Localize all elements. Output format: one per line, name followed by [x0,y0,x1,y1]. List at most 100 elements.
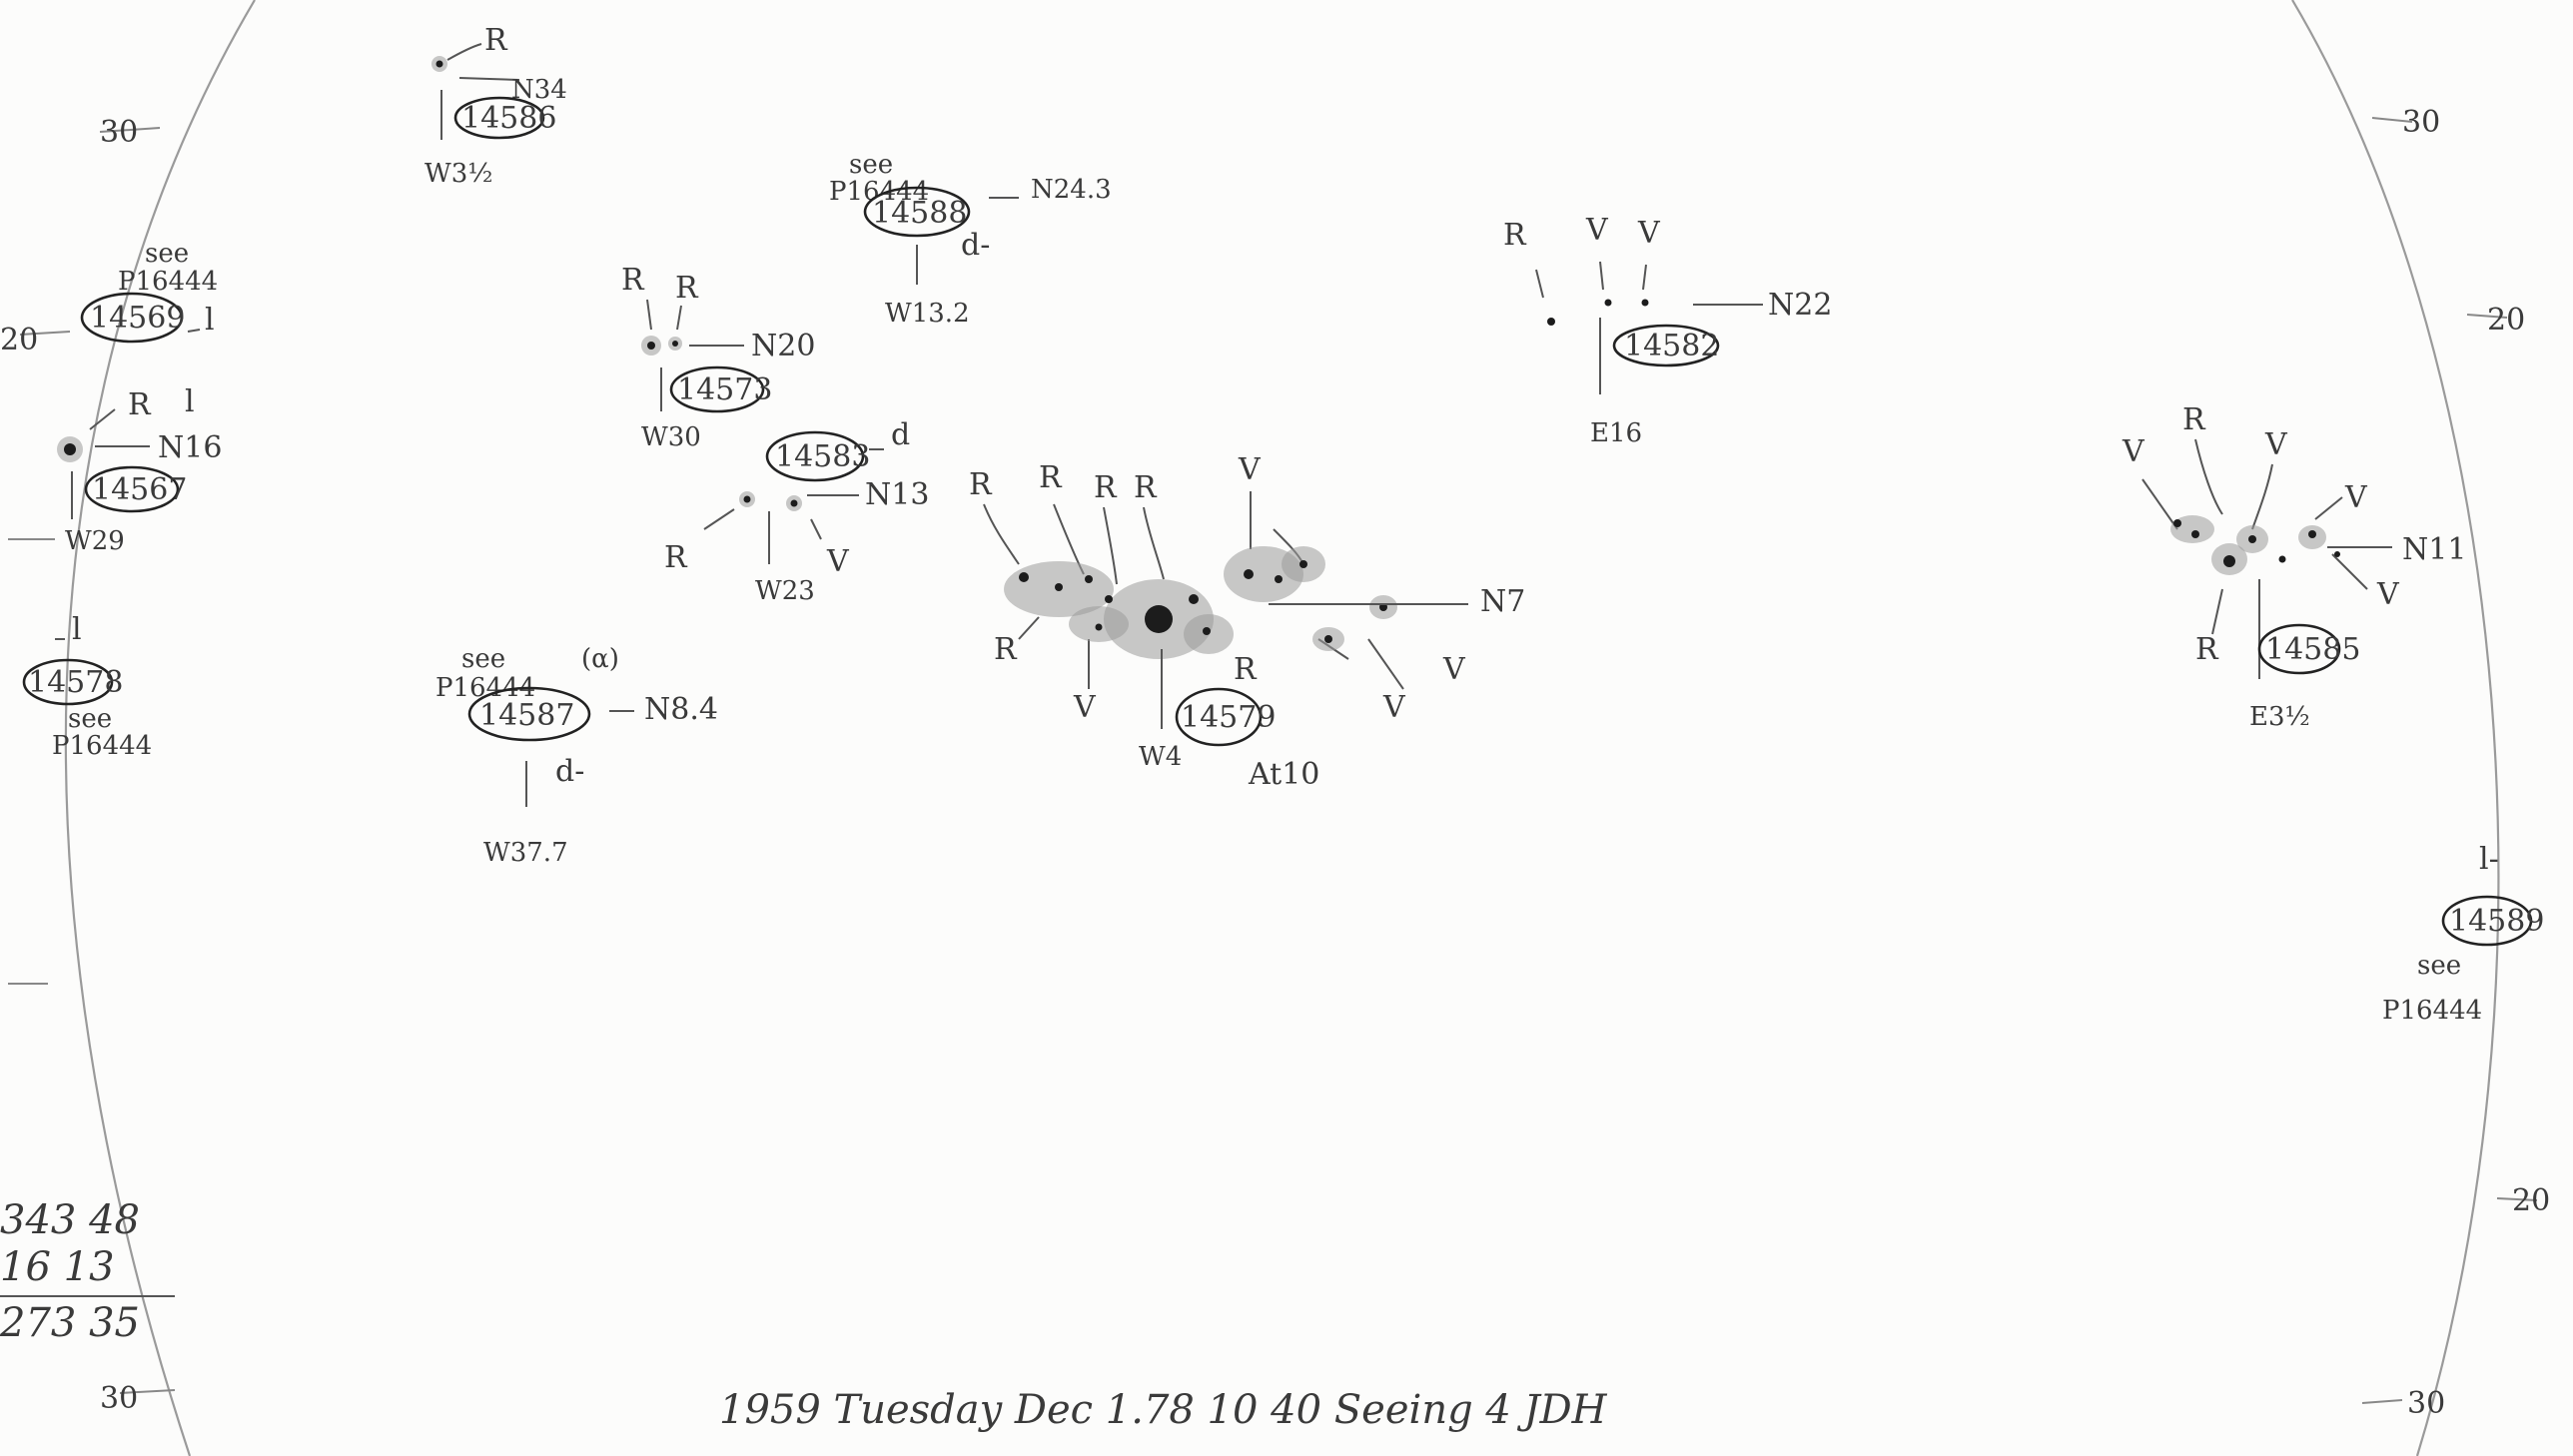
polarity-label: R [675,271,699,306]
polarity-label: V [1382,690,1406,725]
group-14587: see P16444 (α) 14587 N8.4 d- W37.7 [435,644,718,868]
group-14578: l 14578 see P16444 [22,612,152,761]
limb-right [2291,0,2500,1456]
latitude-label: N11 [2402,532,2466,567]
polarity-label: V [2376,577,2400,612]
polarity-label: R [994,632,1018,667]
group-number: 14567 [92,472,187,507]
group-14579: R R R R R V V V V R [969,452,1525,792]
polarity-label: l [185,384,195,419]
longitude-label: W3½ [425,159,492,189]
limb-label-right-upper: 20 [2487,303,2525,338]
see-note: see [145,239,189,269]
see-note: see [2417,951,2461,981]
class-label: l- [2479,842,2499,877]
group-14567: R l N16 14567 W29 [57,384,222,556]
polarity-label: R [664,540,688,575]
see-note: see [849,150,893,180]
annotation-note: (α) [581,644,619,674]
class-label: l [205,303,215,338]
group-14583: 14583 d N13 R V W23 [664,417,929,606]
sum-line-1: 343 48 [0,1197,140,1243]
group-number: 14578 [28,665,123,700]
group-number: 14585 [2265,632,2360,667]
group-14585: V R V V V R N11 14585 E3½ [2122,402,2466,732]
longitude-label: W13.2 [885,299,970,329]
polarity-label: R [1134,470,1158,505]
margin-calculation: 343 48 16 13 273 35 [0,1197,175,1346]
longitude-label: W37.7 [483,838,568,868]
latitude-label: N20 [751,329,815,364]
latitude-label: N8.4 [644,692,718,727]
limb-label-right-top: 30 [2402,105,2440,140]
plate-reference: P16444 [829,177,929,207]
limb-tick [2361,1399,2403,1404]
limb-label-left-top: 30 [100,115,138,150]
group-14586: R N34 14586 W3½ [425,23,567,189]
polarity-label: R [1503,218,1527,253]
plate-reference: P16444 [2382,996,2482,1026]
group-number: 14573 [677,372,772,407]
limb-tick [19,331,71,336]
sum-line-2: 16 13 [0,1244,115,1290]
latitude-label: N22 [1768,288,1832,323]
polarity-label: R [1094,470,1118,505]
group-14569: see P16444 14569 l [80,239,218,344]
group-number: 14589 [2449,904,2544,939]
longitude-label: W29 [65,526,125,556]
plate-reference: P16444 [118,267,218,297]
limb-tick [119,1389,176,1394]
group-number: 14586 [461,101,556,136]
group-14588: see P16444 14588 N24.3 d- W13.2 [829,150,1112,329]
polarity-label: R [1039,460,1063,495]
polarity-label: V [2264,427,2288,462]
limb-tick [99,127,161,133]
group-number: 14579 [1181,700,1276,735]
class-label: d- [555,754,584,789]
class-label: d- [961,228,990,263]
sum-line-3: 273 35 [0,1300,140,1346]
group-number: 14582 [1624,329,1719,364]
group-14582: R V V N22 14582 E16 [1503,213,1832,448]
group-number: 14583 [775,439,870,474]
limb-label-right-bottom: 30 [2407,1386,2445,1421]
longitude-label: W30 [641,422,701,452]
limb-label-right-lower: 20 [2512,1183,2550,1218]
polarity-label: R [2182,402,2206,437]
polarity-label: V [1585,213,1609,248]
latitude-label: N24.3 [1031,175,1112,205]
group-number: 14588 [872,196,967,231]
latitude-label: N7 [1480,584,1525,619]
see-note: see [461,644,505,674]
polarity-label: R [969,467,993,502]
longitude-label: W4 [1139,742,1182,772]
extra-note: At10 [1248,757,1319,792]
plate-reference: P16444 [52,731,152,761]
see-note: see [68,704,112,734]
polarity-label: R [621,263,645,298]
longitude-label: W23 [755,576,815,606]
longitude-label: E3½ [2249,702,2310,732]
polarity-label: R [2195,632,2219,667]
limb-label-left-mid: 20 [0,323,38,358]
polarity-label: V [1637,216,1661,251]
group-number: 14569 [90,301,185,336]
group-14589: l- 14589 see P16444 [2382,842,2544,1026]
limb-tick [2466,314,2508,319]
polarity-label: R [484,23,508,58]
limb-label-left-bottom: 30 [100,1381,138,1416]
observation-footer: 1959 Tuesday Dec 1.78 10 40 Seeing 4 JDH [719,1387,1608,1433]
polarity-label: V [826,544,850,579]
polarity-label: V [2344,480,2368,515]
group-14573: R R N20 14573 W30 [621,263,815,452]
limb-left [64,0,256,1456]
latitude-label: N16 [158,430,222,465]
class-label: l [72,612,82,647]
limb-tick [2371,117,2413,123]
longitude-label: E16 [1590,418,1642,448]
polarity-label: V [1073,690,1097,725]
polarity-label: V [2122,434,2145,469]
polarity-label: V [1238,452,1262,487]
